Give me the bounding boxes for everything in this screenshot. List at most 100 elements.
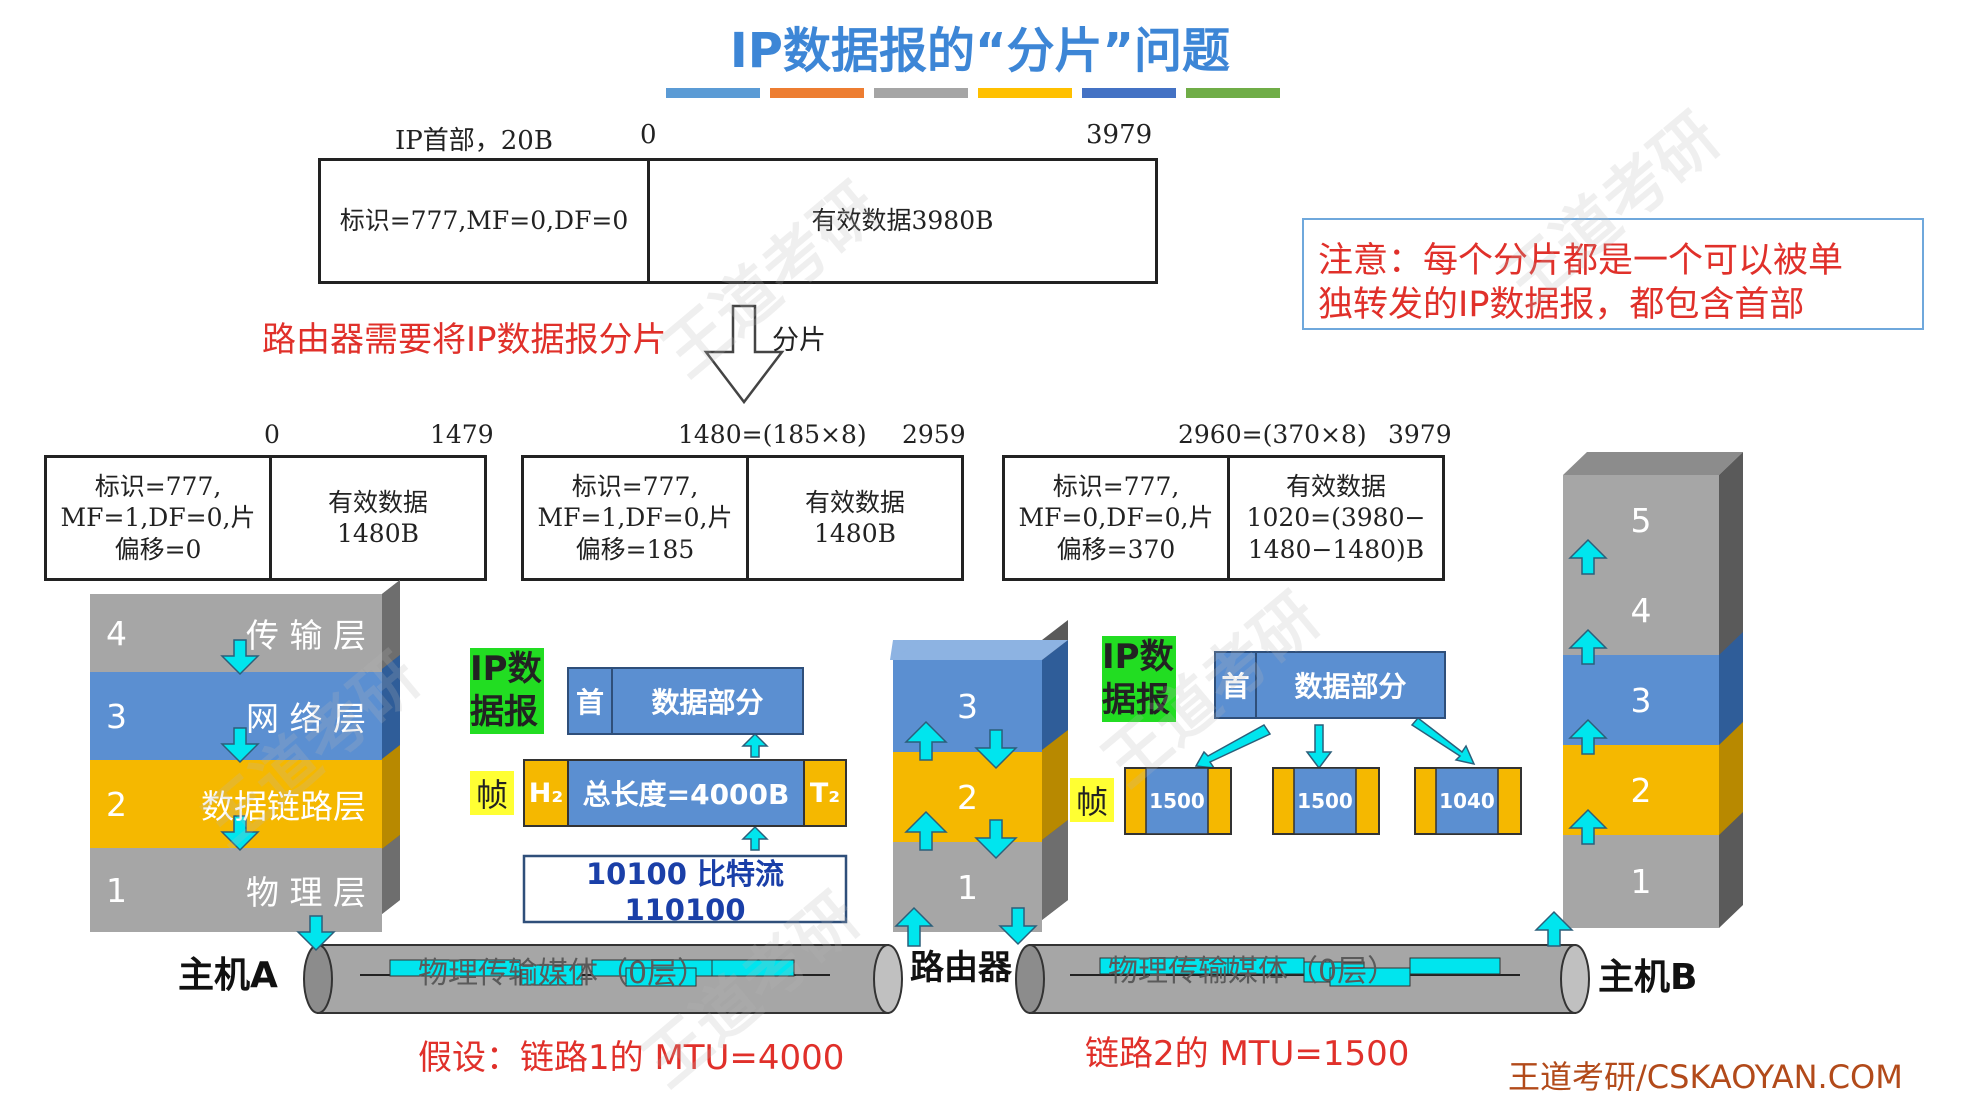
note-line-1: 注意：每个分片都是一个可以被单	[1318, 241, 1844, 281]
router-label: 路由器	[910, 948, 1012, 988]
host-a-layer-2-name: 数据链路层	[201, 787, 366, 826]
fragment-3-d2: 1020=(3980−	[1246, 503, 1426, 533]
right-ip-data: 数据部分	[1294, 670, 1407, 703]
fragment-1-d1: 有效数据	[327, 487, 428, 517]
fragment-1-d2: 1480B	[337, 519, 419, 548]
host-a-layer-2-num: 2	[106, 784, 127, 824]
title-color-bars	[666, 88, 1286, 98]
fragment-2-header: 标识=777, MF=1,DF=0,片 偏移=185	[524, 458, 749, 578]
host-b-layer-3: 3	[1630, 680, 1652, 720]
page-title: IP数据报的“分片”问题	[729, 23, 1231, 79]
fragment-1-h3: 偏移=0	[114, 534, 202, 564]
router-layer-2: 2	[957, 777, 978, 817]
left-frame-total: 总长度=4000B	[582, 778, 790, 811]
left-ip-data: 数据部分	[651, 686, 764, 719]
fragment-2-start: 1480=(185×8)	[678, 420, 867, 449]
host-b-layer-1: 1	[1630, 862, 1652, 901]
original-header-cell: 标识=777,MF=0,DF=0	[321, 161, 650, 281]
host-a-layer-4-name: 传 输 层	[246, 616, 366, 655]
title-bar-gray	[874, 88, 968, 98]
left-frame-label: 帧	[470, 771, 514, 815]
right-ip-label-text: IP数据报	[1102, 637, 1174, 720]
link-2-mtu: 链路2的 MTU=1500	[1085, 1034, 1410, 1074]
link-1-mtu: 假设：链路1的 MTU=4000	[418, 1038, 845, 1078]
router-note: 路由器需要将IP数据报分片	[262, 320, 667, 360]
fragment-2-d1: 有效数据	[804, 487, 905, 517]
medium-2-label: 物理传输媒体（0层）	[1108, 954, 1398, 989]
fragment-3-h2: MF=0,DF=0,片	[1018, 503, 1214, 533]
fragment-1-h1: 标识=777,	[94, 472, 222, 502]
right-frame-1: 1500	[1149, 789, 1205, 813]
original-data-cell: 有效数据3980B	[811, 206, 994, 236]
host-a-layer-4-num: 4	[106, 613, 127, 653]
fragment-1-end: 1479	[430, 420, 494, 449]
host-a-layer-1: 1 物 理 层	[90, 848, 382, 932]
left-ip-label: IP数据报	[470, 648, 544, 734]
arrow-split-down-icon	[1305, 724, 1333, 770]
fragment-3-d1: 有效数据	[1285, 472, 1386, 502]
title-bar-green	[1186, 88, 1280, 98]
fragment-3: 标识=777, MF=0,DF=0,片 偏移=370 有效数据 1020=(39…	[1002, 455, 1445, 581]
left-frame-h2: H₂	[528, 777, 564, 809]
host-b-layer-2: 2	[1630, 770, 1652, 810]
host-a-layer-3-num: 3	[106, 696, 127, 736]
right-frame-label: 帧	[1070, 778, 1114, 822]
right-ip-header: 首	[1221, 670, 1250, 703]
host-a-layer-2: 2 数据链路层	[90, 760, 382, 848]
title-bar-orange	[770, 88, 864, 98]
original-datagram: 标识=777,MF=0,DF=0 有效数据3980B	[318, 158, 1158, 284]
fragment-1-h2: MF=1,DF=0,片	[60, 503, 256, 533]
fragment-3-h3: 偏移=370	[1056, 534, 1176, 564]
right-frame-3: 1040	[1439, 789, 1495, 813]
router-layer-3: 3	[957, 686, 978, 726]
fragment-3-header: 标识=777, MF=0,DF=0,片 偏移=370	[1005, 458, 1230, 578]
arrow-up-icon	[741, 825, 769, 851]
fragment-2-data: 有效数据 1480B	[749, 458, 961, 578]
host-a-layers: 4 传 输 层 3 网 络 层 2 数据链路层 1 物 理 层	[90, 594, 382, 932]
fragment-3-d3: 1480−1480)B	[1247, 534, 1425, 564]
fragment-2-h1: 标识=777,	[571, 472, 699, 502]
router-layer-1: 1	[957, 867, 978, 907]
host-b-layer-5: 5	[1630, 500, 1652, 540]
fragment-arrow-label: 分片	[772, 325, 826, 356]
fragment-1-start: 0	[264, 420, 280, 449]
fragment-1-header: 标识=777, MF=1,DF=0,片 偏移=0	[47, 458, 272, 578]
brand-footer: 王道考研/CSKAOYAN.COM	[1508, 1058, 1903, 1096]
original-label-header: IP首部，20B	[395, 126, 553, 156]
arrow-up-icon	[741, 732, 769, 758]
title-bar-darkblue	[1082, 88, 1176, 98]
host-b-layer-4: 4	[1630, 590, 1652, 630]
fragment-1: 标识=777, MF=1,DF=0,片 偏移=0 有效数据 1480B	[44, 455, 487, 581]
fragment-3-h1: 标识=777,	[1052, 472, 1180, 502]
fragment-3-end: 3979	[1388, 420, 1452, 449]
left-ip-label-text: IP数据报	[470, 649, 542, 732]
arrow-split-right-icon	[1410, 716, 1476, 766]
fragment-2-end: 2959	[902, 420, 966, 449]
host-a-layer-1-name: 物 理 层	[246, 873, 366, 912]
host-a-layer-3-name: 网 络 层	[246, 699, 366, 738]
original-label-end: 3979	[1086, 120, 1153, 150]
right-frame-2: 1500	[1297, 789, 1353, 813]
fragment-2-h3: 偏移=185	[575, 534, 695, 564]
host-a-label: 主机A	[178, 955, 278, 996]
fragment-1-data: 有效数据 1480B	[272, 458, 484, 578]
fragment-2-h2: MF=1,DF=0,片	[537, 503, 733, 533]
medium-1-label: 物理传输媒体（0层）	[418, 956, 708, 991]
fragment-2: 标识=777, MF=1,DF=0,片 偏移=185 有效数据 1480B	[521, 455, 964, 581]
title-bar-blue	[666, 88, 760, 98]
right-ip-label: IP数据报	[1102, 636, 1176, 722]
host-a-layer-1-num: 1	[106, 870, 127, 910]
left-bitstream: 10100 比特流 110100	[586, 857, 784, 927]
fragment-3-data: 有效数据 1020=(3980− 1480−1480)B	[1230, 458, 1442, 578]
original-label-start: 0	[640, 120, 657, 150]
host-b-label: 主机B	[1598, 957, 1698, 998]
left-ip-header: 首	[575, 686, 604, 719]
host-a-layer-4: 4 传 输 层	[90, 594, 382, 672]
fragment-3-start: 2960=(370×8)	[1178, 420, 1367, 449]
note-box: 注意：每个分片都是一个可以被单 独转发的IP数据报，都包含首部	[1302, 218, 1924, 330]
title-bar-yellow	[978, 88, 1072, 98]
left-frame-t2: T₂	[809, 777, 841, 809]
host-a-layer-3: 3 网 络 层	[90, 672, 382, 760]
fragment-2-d2: 1480B	[814, 519, 896, 548]
note-line-2: 独转发的IP数据报，都包含首部	[1318, 285, 1805, 325]
